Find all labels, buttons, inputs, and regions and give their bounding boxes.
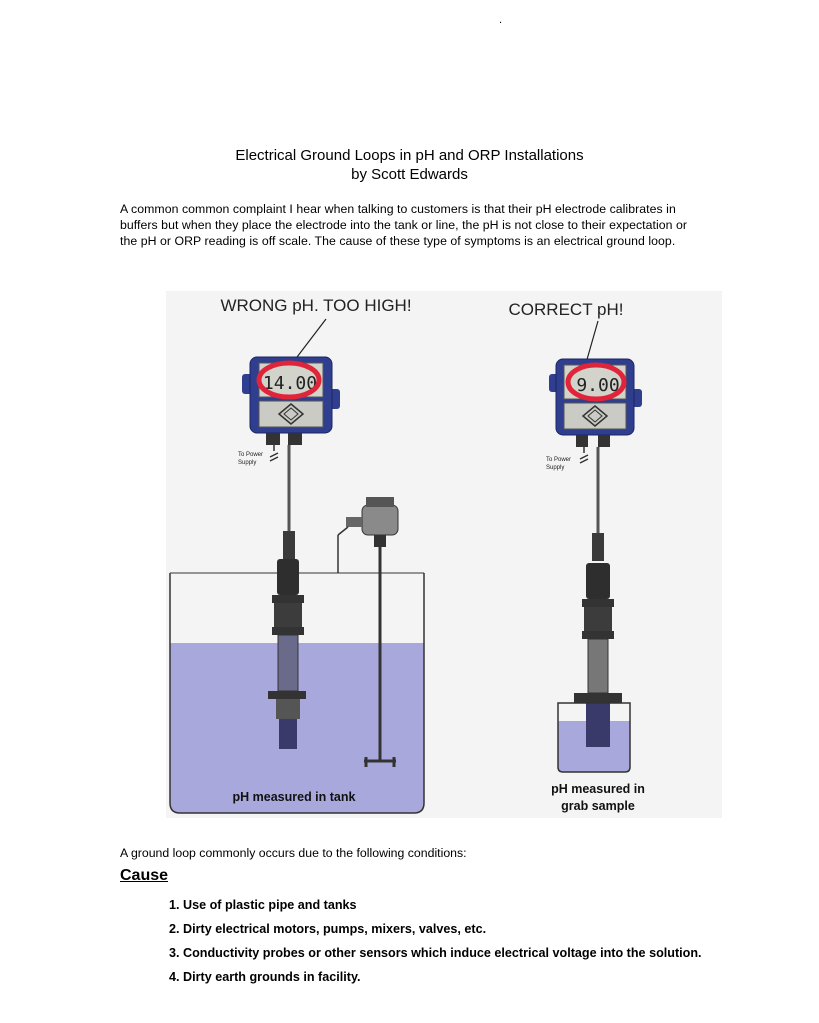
left-power-cable <box>269 445 279 462</box>
intro-paragraph: A common common complaint I hear when ta… <box>120 202 688 248</box>
ground-loop-figure: WRONG pH. TOO HIGH! CORRECT pH! 14.00 To… <box>166 291 722 818</box>
cause-list: 1. Use of plastic pipe and tanks 2. Dirt… <box>169 893 709 989</box>
cause-heading: Cause <box>120 867 169 884</box>
right-ph-meter <box>549 358 642 447</box>
wrong-ph-pointer <box>293 318 327 362</box>
right-electrode-tip <box>586 703 610 747</box>
right-power-label-1: To Power <box>546 457 571 463</box>
right-power-cable <box>579 447 589 464</box>
title-author-line: by Scott Edwards <box>351 166 468 183</box>
left-display-highlight <box>256 360 322 400</box>
cause-item: 1. Use of plastic pipe and tanks <box>169 898 357 912</box>
grab-sample-beaker <box>557 702 631 773</box>
tank-caption: pH measured in tank <box>233 790 356 804</box>
left-ph-electrode <box>268 531 306 749</box>
figure-illustration: WRONG pH. TOO HIGH! CORRECT pH! 14.00 To… <box>166 291 722 818</box>
grab-sample-caption-2: grab sample <box>561 799 635 813</box>
right-ph-electrode <box>574 533 622 703</box>
wrong-ph-heading: WRONG pH. TOO HIGH! <box>220 296 411 315</box>
mixer <box>337 497 399 767</box>
page-mark: . <box>499 14 503 26</box>
cause-item: 3. Conductivity probes or other sensors … <box>169 946 702 960</box>
right-power-label-2: Supply <box>546 465 564 471</box>
left-power-label-1: To Power <box>238 452 263 458</box>
left-power-label-2: Supply <box>238 460 256 466</box>
conditions-intro: A ground loop commonly occurs due to the… <box>120 846 467 860</box>
grab-sample-caption-1: pH measured in <box>551 782 645 796</box>
left-ph-display: 14.00 <box>263 373 317 394</box>
right-ph-display: 9.00 <box>576 375 619 396</box>
cause-item: 2. Dirty electrical motors, pumps, mixer… <box>169 922 487 936</box>
correct-ph-heading: CORRECT pH! <box>509 300 624 319</box>
document-title: Electrical Ground Loops in pH and ORP In… <box>0 146 819 184</box>
correct-ph-pointer <box>585 320 599 364</box>
cause-item: 4. Dirty earth grounds in facility. <box>169 970 361 984</box>
tank-outline <box>169 573 425 814</box>
right-display-highlight <box>565 362 627 402</box>
title-line-1: Electrical Ground Loops in pH and ORP In… <box>235 147 584 164</box>
left-ph-meter <box>242 356 340 445</box>
